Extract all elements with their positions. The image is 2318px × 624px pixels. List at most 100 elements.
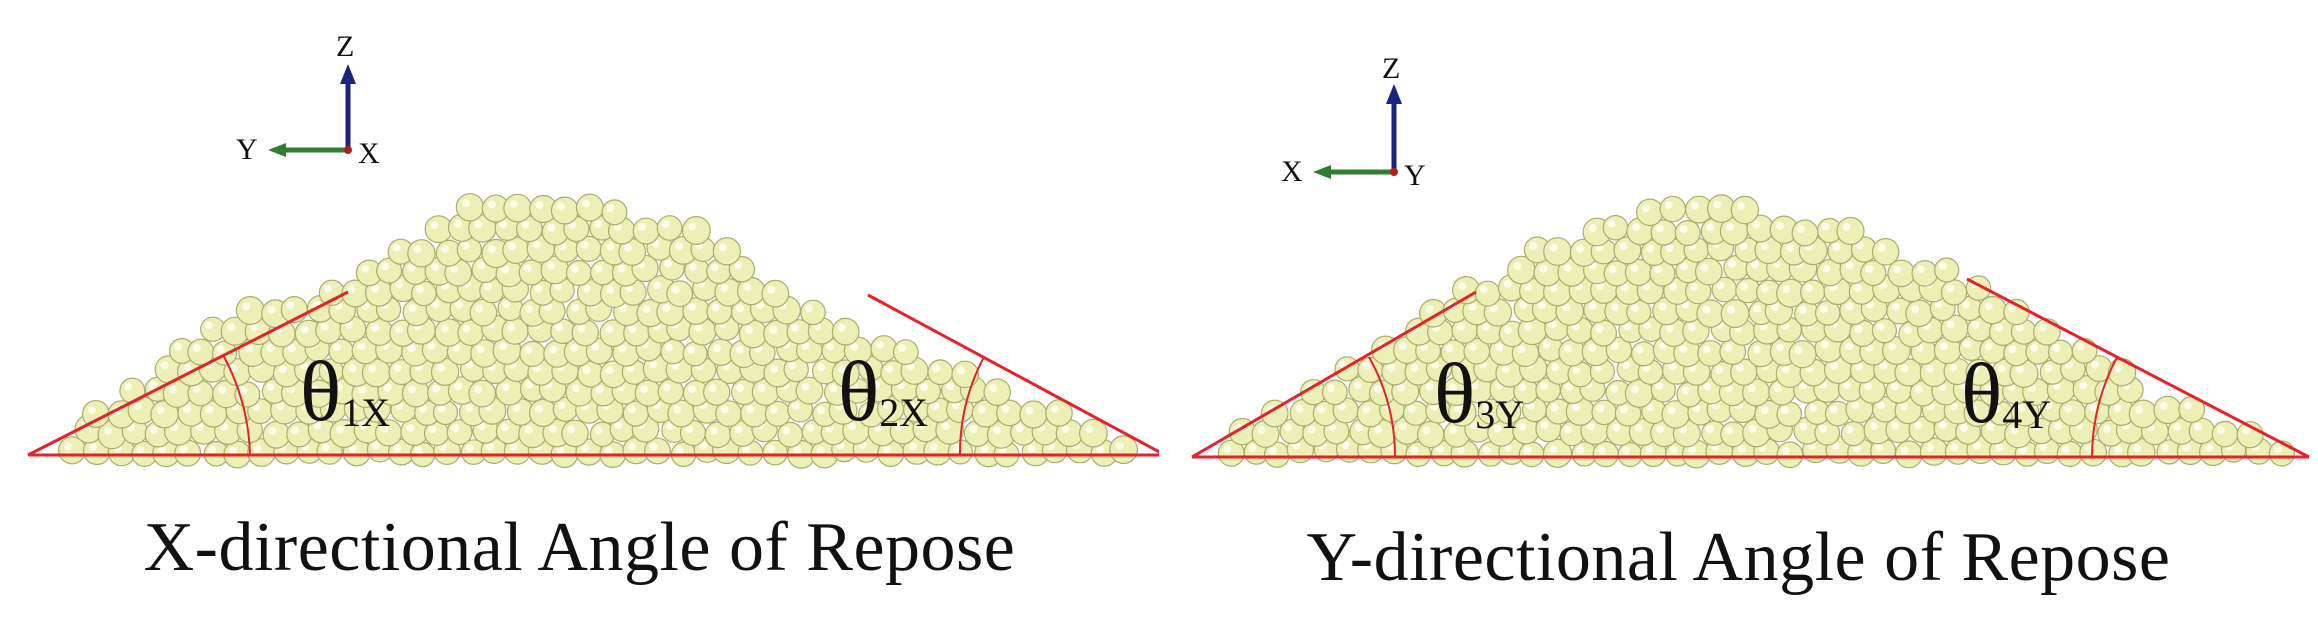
particle-highlight (1692, 404, 1701, 413)
particle-highlight (2102, 425, 2111, 434)
particle-highlight (1794, 346, 1803, 355)
particle (468, 379, 497, 408)
axis-triad: Z Y X (236, 30, 380, 170)
particle-highlight (1645, 445, 1654, 454)
particle-highlight (1681, 386, 1690, 395)
particle-highlight (1773, 384, 1782, 393)
particle-highlight (712, 344, 721, 353)
particle-highlight (2273, 445, 2282, 454)
particle-highlight (1916, 265, 1925, 274)
particle-highlight (1664, 201, 1673, 209)
particle-highlight (2076, 342, 2085, 351)
particle-highlight (320, 322, 329, 331)
particle-highlight (1984, 384, 1993, 393)
particle (601, 199, 628, 226)
particle-highlight (685, 424, 693, 433)
particle-highlight (1550, 403, 1559, 412)
particle-highlight (1493, 424, 1502, 433)
particle-highlight (932, 364, 941, 373)
particle-highlight (1025, 406, 1034, 415)
particle-highlight (642, 305, 651, 314)
particle-highlight (1950, 443, 1959, 452)
particle (1592, 440, 1619, 468)
particle-highlight (742, 444, 751, 453)
particle (951, 360, 979, 389)
particle-highlight (1482, 446, 1491, 455)
particle-highlight (1374, 384, 1383, 393)
particle-highlight (1856, 241, 1864, 250)
particle-highlight (183, 405, 192, 413)
particle (831, 317, 860, 346)
particle-highlight (1500, 403, 1509, 412)
particle-highlight (535, 404, 544, 413)
particle-highlight (546, 261, 555, 270)
particle-highlight (244, 344, 253, 353)
particle-highlight (1607, 219, 1616, 228)
particle (1696, 299, 1725, 328)
particle-highlight (1223, 445, 1232, 454)
particle-highlight (525, 380, 533, 389)
particle-highlight (882, 400, 891, 409)
particle-highlight (427, 341, 436, 350)
particle-highlight (829, 384, 838, 393)
z-axis-label: Z (336, 30, 354, 63)
particle (455, 193, 485, 222)
particle-highlight (380, 424, 389, 433)
x-axis-label: X (1281, 155, 1303, 188)
repose-angle-lines (1191, 277, 2310, 459)
particle (656, 215, 683, 241)
particle-highlight (801, 382, 810, 391)
particle-highlight (204, 321, 213, 330)
particle (2153, 395, 2182, 425)
particle-highlight (1900, 402, 1909, 411)
particle-highlight (1632, 223, 1641, 232)
particle-highlight (454, 382, 463, 391)
particle-highlight (1307, 425, 1316, 434)
left-angle-arc (1368, 356, 1397, 458)
particle-highlight (250, 323, 259, 332)
particle-highlight (334, 383, 343, 392)
particle-highlight (1781, 406, 1790, 415)
particle-highlight (2030, 343, 2039, 352)
particle-highlight (1752, 220, 1761, 229)
particle-highlight (788, 361, 797, 370)
particle-highlight (535, 201, 544, 209)
particle-highlight (521, 220, 530, 229)
particle-highlight (556, 202, 565, 211)
particle-highlight (1705, 425, 1714, 434)
particle-highlight (474, 385, 483, 394)
particle-highlight (711, 303, 720, 312)
particle-highlight (1760, 406, 1769, 415)
particle-highlight (276, 402, 285, 411)
particle-highlight (1513, 262, 1522, 270)
particle (1788, 340, 1817, 369)
particle-highlight (336, 425, 345, 434)
particle (1518, 441, 1545, 468)
particle-highlight (87, 406, 96, 414)
particle-highlight (688, 385, 696, 394)
particle (1894, 440, 1923, 469)
particle-highlight (2052, 344, 2061, 353)
particle-highlight (1504, 325, 1512, 334)
y-axis-label: Y (1404, 159, 1426, 192)
particle-highlight (323, 284, 332, 293)
particle-highlight (920, 383, 929, 392)
particle-highlight (606, 285, 615, 294)
particle-highlight (2038, 323, 2047, 332)
particle-highlight (160, 361, 169, 370)
particle-highlight (1960, 423, 1968, 432)
particle-highlight (594, 426, 603, 435)
particle-highlight (301, 402, 310, 411)
particle-highlight (508, 242, 517, 251)
particle-highlight (554, 323, 563, 332)
particle-highlight (1115, 441, 1124, 450)
particle-highlight (791, 323, 800, 332)
right-angle-arc (958, 356, 985, 456)
particle-highlight (627, 405, 636, 414)
particle-highlight (1257, 425, 1266, 434)
particle-highlight (1854, 362, 1863, 371)
particle-highlight (782, 426, 791, 435)
particle-pile (57, 193, 1138, 469)
particle-highlight (1782, 285, 1791, 294)
particle-highlight (432, 384, 441, 393)
